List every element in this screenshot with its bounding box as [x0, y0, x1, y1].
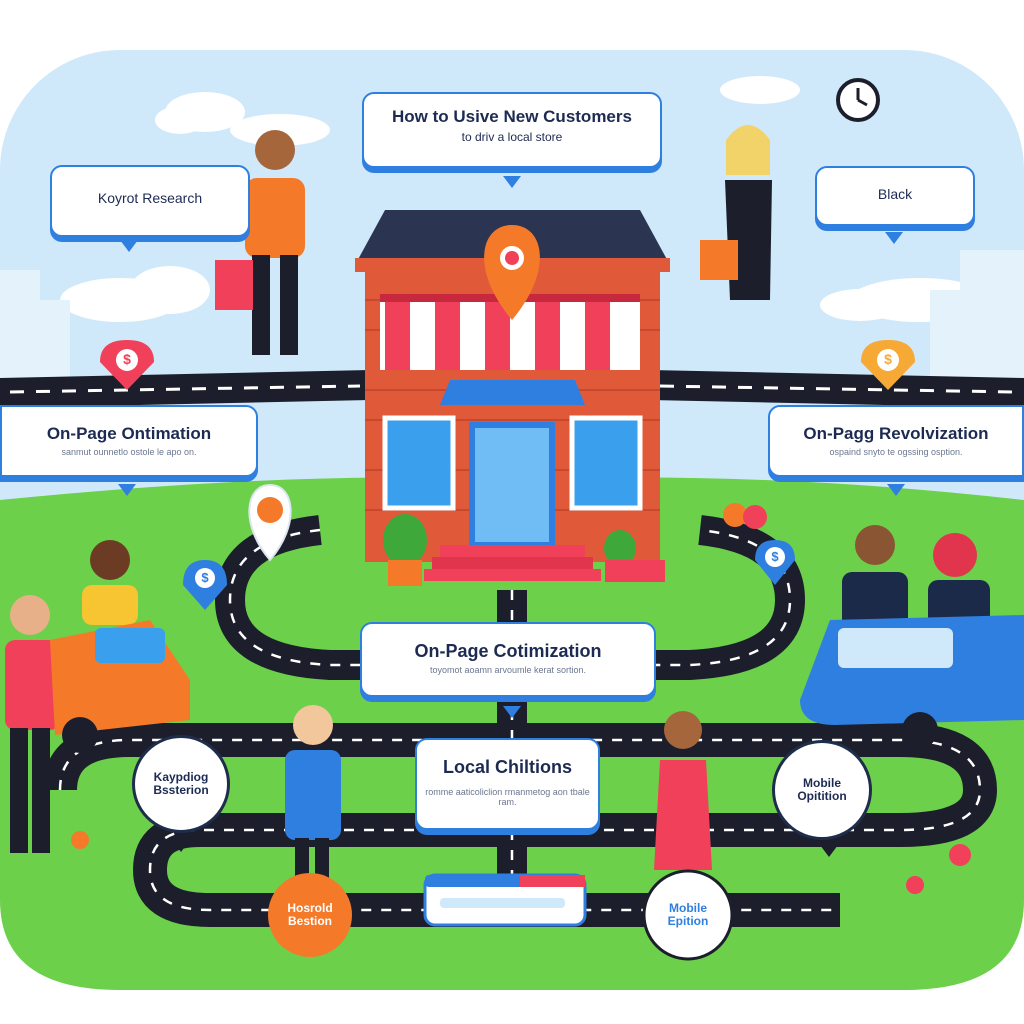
person-woman-yellow: [82, 540, 138, 625]
left-step-caption: sanmut ounnetlo ostole le apo on.: [61, 446, 197, 457]
dollar-symbol: $: [884, 351, 892, 367]
top-right-label: Black: [877, 186, 913, 202]
bottom-left-line2: Bestion: [287, 914, 332, 928]
right-circle-arrow: [820, 845, 838, 857]
dollar-pin-icon: [755, 540, 795, 585]
header-arrow: [503, 176, 521, 188]
local-step-caption: romme aaticoliclion rmanmetog aon tbale …: [425, 786, 590, 807]
left-circle-line1: Kaypdiog: [153, 769, 209, 784]
center-step-caption: toyomot aoamn arvoumle kerat sortion.: [429, 664, 587, 675]
left-step-box: On-Page Ontimation sanmut ounnetlo ostol…: [0, 405, 258, 477]
store-building: [355, 210, 670, 586]
dollar-symbol: $: [123, 351, 131, 367]
left-circle-line2: Bssterion: [153, 783, 209, 797]
center-step-title: On-Page Cotimization: [414, 641, 602, 661]
center-step-box: On-Page Cotimization toyomot aoamn arvou…: [360, 622, 656, 697]
right-step-box: On-Pagg Revolvization ospaind snyto te o…: [768, 405, 1024, 477]
flowers: [71, 831, 971, 894]
dollar-symbol: $: [771, 549, 779, 564]
clock-icon: [836, 78, 880, 122]
page-title: How to Usive New Customers: [392, 107, 632, 126]
top-right-box: Black: [815, 166, 975, 226]
top-left-box: Koyrot Research: [50, 165, 250, 237]
left-circle-arrow: [172, 840, 190, 852]
top-left-arrow: [120, 240, 138, 252]
page-subtitle: to driv a local store: [461, 129, 563, 144]
search-bar-icon: [423, 873, 587, 927]
bottom-left-line1: Hosrold: [287, 900, 333, 915]
upper-road: [0, 370, 1024, 408]
location-pin-icon: [248, 483, 292, 562]
right-circle-line2: Opitition: [797, 789, 847, 803]
car-orange: [50, 620, 190, 753]
person-woman-pink-dress: [654, 711, 712, 870]
top-left-label: Koyrot Research: [97, 190, 203, 206]
local-step-title: Local Chiltions: [442, 757, 572, 777]
person-man-red-shirt: [5, 595, 60, 853]
bottom-right-badge-bg: [642, 869, 734, 961]
header-box: How to Usive New Customers to driv a loc…: [362, 92, 662, 168]
right-step-caption: ospaind snyto te ogssing osption.: [829, 446, 963, 457]
right-circle-badge: Mobile Opitition: [772, 740, 872, 840]
right-step-arrow: [887, 484, 905, 496]
left-step-arrow: [118, 484, 136, 496]
right-step-title: On-Pagg Revolvization: [803, 424, 989, 443]
bottom-left-badge: Hosrold Bestion: [268, 873, 352, 957]
dollar-pin-icon: [861, 340, 915, 390]
dollar-pin-icon: [100, 340, 154, 390]
top-right-arrow: [885, 232, 903, 244]
center-step-arrow: [503, 706, 521, 718]
local-step-box: Local Chiltions romme aaticoliclion rman…: [415, 738, 600, 830]
bottom-right-badge: Mobile Epition: [644, 871, 732, 959]
left-step-title: On-Page Ontimation: [46, 424, 212, 443]
right-circle-line1: Mobile: [803, 775, 841, 790]
person-man-suit: [842, 525, 908, 632]
bottom-left-badge-bg: [268, 873, 352, 957]
dollar-symbol: $: [201, 570, 209, 585]
location-pin-icon: [484, 225, 540, 320]
dollar-pin-icon: [183, 560, 227, 610]
left-circle-badge: Kaypdiog Bssterion: [132, 735, 230, 833]
clouds: [60, 76, 990, 322]
person-woman-blonde: [700, 125, 772, 300]
bottom-right-line2: Epition: [667, 914, 709, 928]
city-silhouette: [0, 250, 1024, 390]
person-man-glasses: [215, 130, 305, 355]
coins: [723, 503, 767, 529]
van-blue: [800, 615, 1024, 748]
bottom-right-line1: Mobile: [669, 900, 707, 915]
